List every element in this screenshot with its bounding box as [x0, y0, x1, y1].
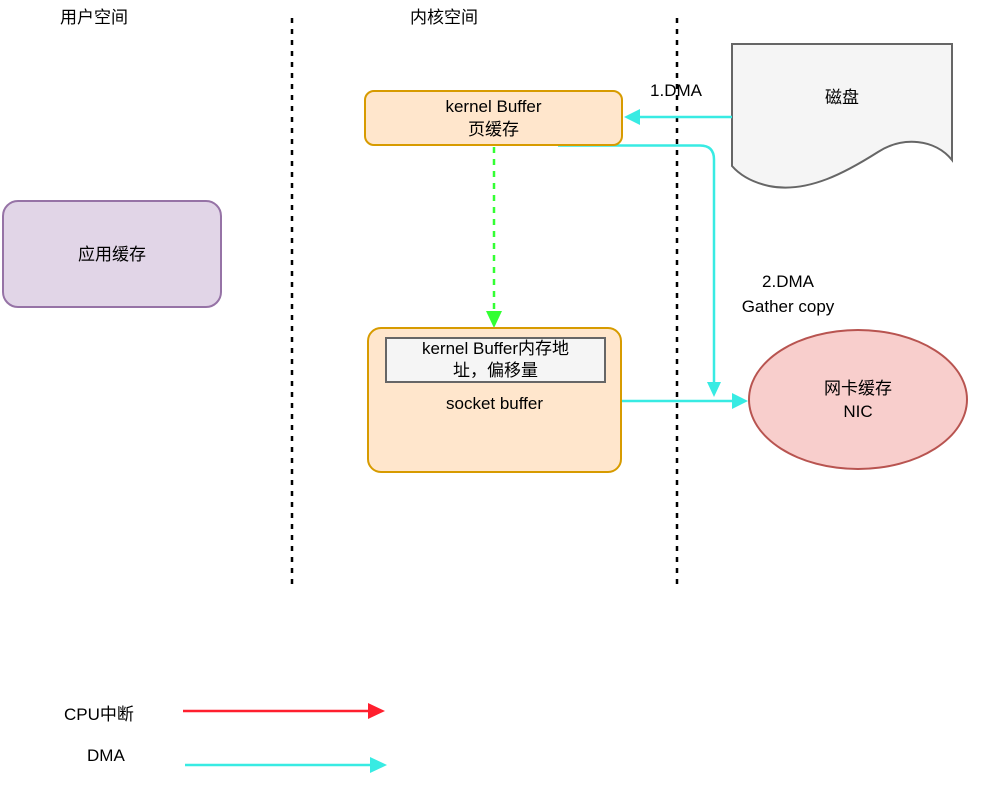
- socket-buffer-label: socket buffer: [445, 394, 544, 413]
- app-buffer-label: 应用缓存: [78, 244, 146, 264]
- kernel-buffer-label-line1: kernel Buffer: [445, 97, 542, 116]
- disk-label: 磁盘: [825, 88, 859, 107]
- socket-descriptor-line2: 址，偏移量: [453, 361, 538, 380]
- gather-copy-arrowhead: [707, 382, 721, 397]
- socket-descriptor-line1: kernel Buffer内存地: [421, 339, 570, 358]
- legend-dma-arrowhead: [370, 757, 387, 773]
- dma1-arrowhead: [624, 109, 640, 125]
- kernel-buffer-node: kernel Buffer 页缓存: [364, 90, 623, 146]
- pagecache-to-socket-arrowhead: [486, 311, 502, 328]
- nic-label-line1: 网卡缓存: [824, 378, 892, 398]
- dma1-annotation: 1.DMA: [650, 81, 702, 100]
- nic-node: 网卡缓存 NIC: [748, 329, 968, 470]
- legend-cpu-arrowhead: [368, 703, 385, 719]
- legend-dma-label: DMA: [87, 746, 125, 765]
- socket-to-nic-arrowhead: [732, 393, 748, 409]
- legend-cpu-label: CPU中断: [64, 705, 134, 724]
- disk-shape: [731, 43, 953, 189]
- gather-copy-arrow-line: [558, 144, 716, 384]
- app-buffer-node: 应用缓存: [2, 200, 222, 308]
- user-space-label: 用户空间: [60, 8, 128, 27]
- dma2-annotation-line1: 2.DMA: [762, 272, 814, 291]
- nic-label-line2: NIC: [843, 401, 873, 421]
- dma2-annotation-line2: Gather copy: [741, 297, 835, 316]
- dma2-annotation: 2.DMA Gather copy: [698, 269, 878, 319]
- kernel-space-label: 内核空间: [410, 8, 478, 27]
- socket-buffer-descriptor-box: kernel Buffer内存地 址，偏移量: [385, 337, 606, 383]
- kernel-buffer-label-line2: 页缓存: [468, 120, 519, 139]
- socket-buffer-node: kernel Buffer内存地 址，偏移量 socket buffer: [367, 327, 622, 473]
